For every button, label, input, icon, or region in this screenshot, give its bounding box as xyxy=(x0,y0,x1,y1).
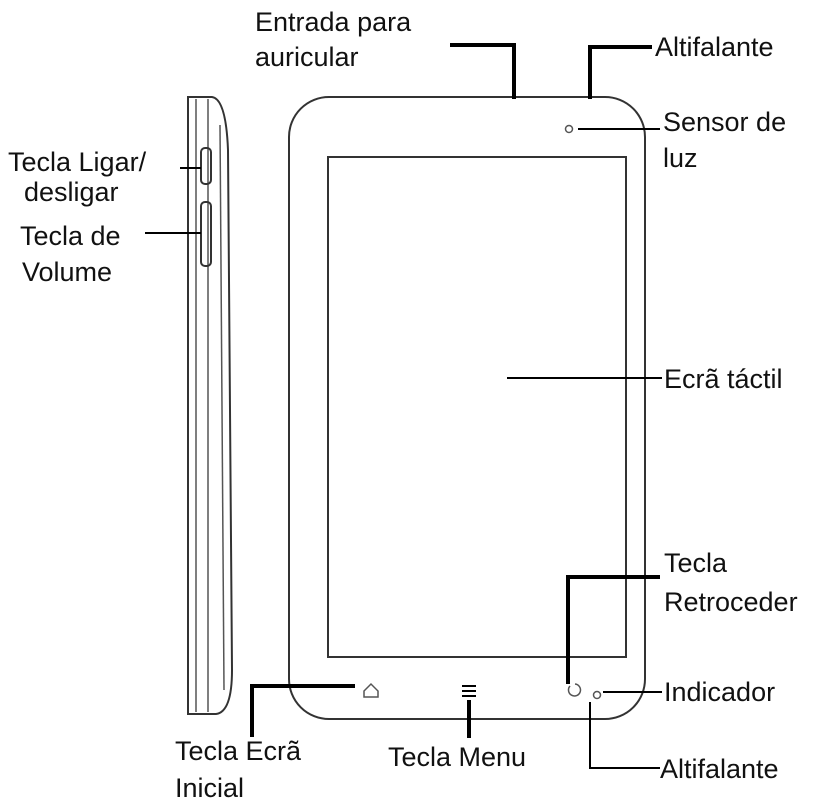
label-back-key-2: Retroceder xyxy=(664,587,798,617)
back-icon xyxy=(567,683,582,697)
label-home-key-2: Inicial xyxy=(175,773,244,803)
label-speaker-bottom: Altifalante xyxy=(660,754,779,784)
label-volume-key-1: Tecla de xyxy=(20,221,121,251)
label-speaker-top: Altifalante xyxy=(655,32,774,62)
label-audio-jack-1: Entrada para xyxy=(255,7,412,37)
light-sensor xyxy=(564,124,574,134)
indicator-light xyxy=(592,690,602,700)
leader-speaker-bottom xyxy=(589,702,660,769)
leader-lines xyxy=(145,43,662,769)
label-audio-jack-2: auricular xyxy=(255,42,359,72)
leader-back-key xyxy=(566,575,660,684)
label-indicator: Indicador xyxy=(664,677,775,707)
home-icon xyxy=(363,682,379,698)
leader-home-key xyxy=(250,684,355,737)
leader-speaker-top xyxy=(588,45,652,99)
power-button xyxy=(200,147,212,185)
label-light-sensor-1: Sensor de xyxy=(663,107,786,137)
label-touchscreen: Ecrã táctil xyxy=(664,364,783,394)
touchscreen xyxy=(327,156,627,658)
label-power-key-2: desligar xyxy=(24,177,119,207)
volume-button xyxy=(200,201,212,267)
menu-icon xyxy=(462,685,476,697)
tablet-body xyxy=(288,96,646,720)
label-home-key-1: Tecla Ecrã xyxy=(175,736,302,766)
label-volume-key-2: Volume xyxy=(22,257,112,287)
tablet-side-view xyxy=(187,96,234,715)
label-light-sensor-2: luz xyxy=(663,143,698,173)
labels: Entrada para auricular Altifalante Senso… xyxy=(8,7,798,803)
label-back-key-1: Tecla xyxy=(664,548,728,578)
tablet-front-view xyxy=(288,96,646,720)
leader-audio-jack xyxy=(450,43,516,99)
label-power-key-1: Tecla Ligar/ xyxy=(8,147,147,177)
label-menu-key: Tecla Menu xyxy=(388,742,526,772)
